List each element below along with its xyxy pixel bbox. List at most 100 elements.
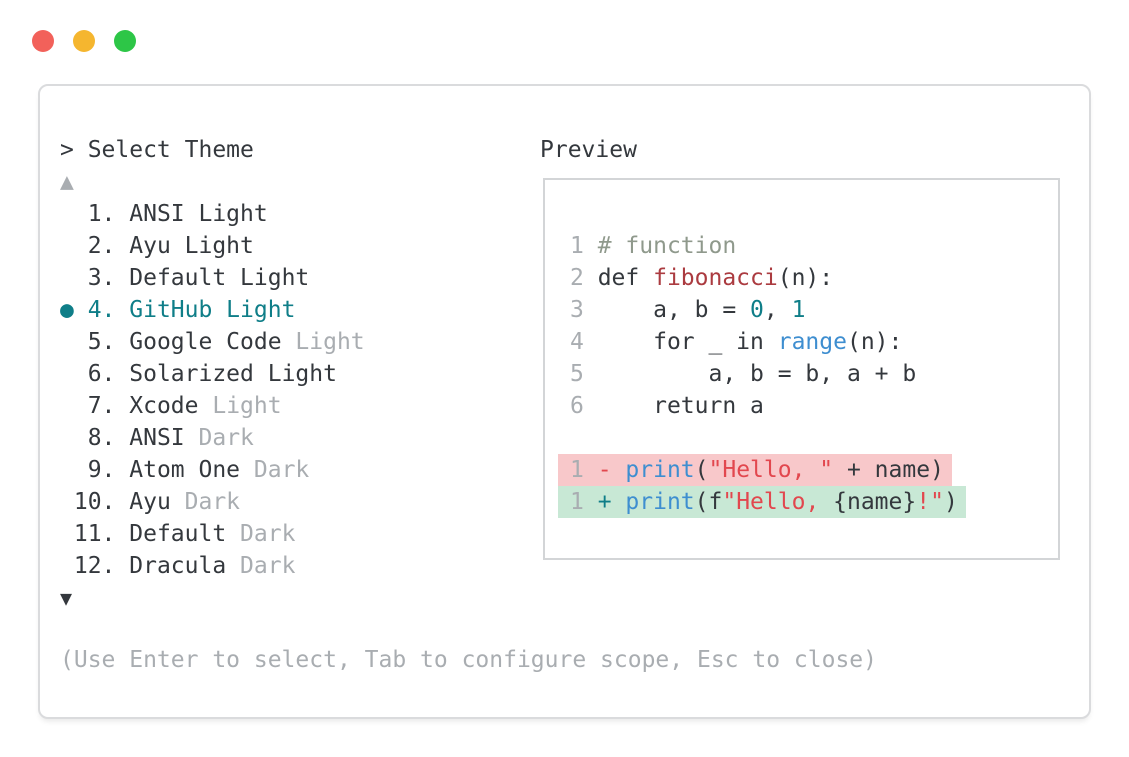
selected-bullet-icon: 8. [60, 425, 130, 451]
code-token: (n): [777, 265, 834, 291]
theme-list-item[interactable]: ● 4. GitHub Light [60, 294, 365, 326]
footer-hint: (Use Enter to select, Tab to configure s… [60, 647, 877, 673]
code-token: {name} [833, 489, 917, 515]
line-number: 1 [570, 457, 598, 483]
code-token: # function [597, 233, 737, 259]
theme-variant-label: Dark [253, 457, 310, 483]
code-token: def [597, 265, 654, 291]
code-token: "Hello, [722, 489, 834, 515]
code-token: a, b = [597, 297, 751, 323]
theme-list-item[interactable]: 7. Xcode Light [60, 390, 365, 422]
code-token: (f [694, 489, 723, 515]
code-token: , [763, 297, 792, 323]
theme-variant-label: Light [295, 329, 365, 355]
selected-bullet-icon: 6. [60, 361, 130, 387]
theme-list: 1. ANSI Light 2. Ayu Light 3. Default Li… [60, 198, 365, 582]
theme-name: Solarized Light [129, 361, 337, 387]
selected-bullet-icon: 11. [60, 521, 130, 547]
theme-name: ANSI Light [129, 201, 268, 227]
code-token: range [777, 329, 847, 355]
theme-list-item[interactable]: 2. Ayu Light [60, 230, 365, 262]
theme-variant-label: Dark [240, 553, 296, 579]
blank-line [570, 422, 1058, 454]
diff-removed-line: 1 - print("Hello, " + name) [558, 454, 1058, 486]
code-token: for _ in [597, 329, 778, 355]
code-token: print [625, 457, 695, 483]
code-token: !" [916, 489, 944, 515]
maximize-button[interactable] [114, 30, 136, 52]
preview-title: Preview [540, 137, 637, 163]
theme-list-item[interactable]: 8. ANSI Dark [60, 422, 365, 454]
theme-variant-label: Dark [184, 489, 241, 515]
theme-list-item[interactable]: 3. Default Light [60, 262, 365, 294]
code-line: 4 for _ in range(n): [570, 326, 1058, 358]
theme-variant-label: Light [212, 393, 282, 419]
code-token: print [625, 489, 695, 515]
theme-name: GitHub Light [129, 297, 296, 323]
scroll-down-icon[interactable]: ▼ [60, 586, 73, 610]
line-number: 3 [570, 297, 598, 323]
code-line: 3 a, b = 0, 1 [570, 294, 1058, 326]
selected-bullet-icon: ● 4. [60, 297, 130, 323]
theme-name: Default Light [129, 265, 310, 291]
theme-picker-window: > Select Theme ▲ 1. ANSI Light 2. Ayu Li… [38, 84, 1091, 719]
code-token: "Hello, " [708, 457, 834, 483]
selected-bullet-icon: 12. [60, 553, 130, 579]
line-number: 1 [570, 489, 598, 515]
code-token: 0 [750, 297, 764, 323]
theme-variant-label: Dark [240, 521, 296, 547]
theme-name: Atom One [129, 457, 254, 483]
line-number: 2 [570, 265, 598, 291]
line-number: 5 [570, 361, 598, 387]
selected-bullet-icon: 10. [60, 489, 130, 515]
diff-added-line: 1 + print(f"Hello, {name}!") [558, 486, 1058, 518]
theme-name: Ayu Light [129, 233, 254, 259]
close-button[interactable] [32, 30, 54, 52]
minimize-button[interactable] [73, 30, 95, 52]
theme-picker-pane: > Select Theme ▲ 1. ANSI Light 2. Ayu Li… [60, 134, 365, 614]
selected-bullet-icon: 9. [60, 457, 130, 483]
code-token: (n): [846, 329, 903, 355]
code-token: return a [597, 393, 764, 419]
theme-list-item[interactable]: 9. Atom One Dark [60, 454, 365, 486]
code-token: a, b = b, a + b [597, 361, 917, 387]
theme-list-item[interactable]: 11. Default Dark [60, 518, 365, 550]
line-number: 1 [570, 233, 598, 259]
selected-bullet-icon: 1. [60, 201, 130, 227]
code-token: fibonacci [653, 265, 778, 291]
selected-bullet-icon: 2. [60, 233, 130, 259]
theme-prompt: > Select Theme [60, 137, 254, 163]
code-line: 5 a, b = b, a + b [570, 358, 1058, 390]
diff-sign: - [597, 457, 626, 483]
code-token: 1 [791, 297, 806, 323]
theme-list-item[interactable]: 6. Solarized Light [60, 358, 365, 390]
code-token: + name [833, 457, 931, 483]
selected-bullet-icon: 5. [60, 329, 130, 355]
code-line: 1 # function [570, 230, 1058, 262]
theme-list-item[interactable]: 5. Google Code Light [60, 326, 365, 358]
code-token: ) [930, 457, 944, 483]
theme-name: Google Code [129, 329, 296, 355]
code-token: ) [943, 489, 958, 515]
theme-list-item[interactable]: 1. ANSI Light [60, 198, 365, 230]
theme-name: Default [129, 521, 241, 547]
selected-bullet-icon: 3. [60, 265, 130, 291]
theme-variant-label: Dark [198, 425, 254, 451]
code-line: 6 return a [570, 390, 1058, 422]
theme-name: ANSI [129, 425, 199, 451]
selected-bullet-icon: 7. [60, 393, 130, 419]
scroll-up-icon[interactable]: ▲ [60, 169, 74, 195]
theme-name: Ayu [129, 489, 185, 515]
diff-sign: + [597, 489, 626, 515]
code-token: ( [694, 457, 709, 483]
theme-name: Dracula [129, 553, 241, 579]
line-number: 6 [570, 393, 598, 419]
theme-name: Xcode [129, 393, 213, 419]
code-line: 2 def fibonacci(n): [570, 262, 1058, 294]
theme-list-item[interactable]: 12. Dracula Dark [60, 550, 365, 582]
window-controls [32, 30, 136, 52]
line-number: 4 [570, 329, 598, 355]
theme-list-item[interactable]: 10. Ayu Dark [60, 486, 365, 518]
